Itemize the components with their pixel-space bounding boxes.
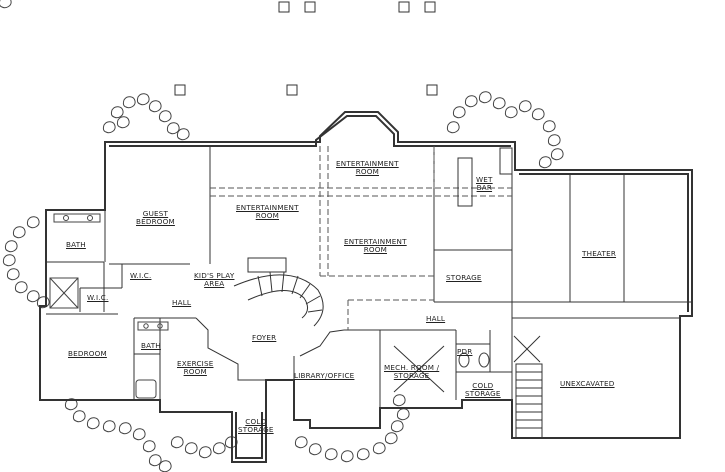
kids-play-area-line2: AREA bbox=[204, 279, 225, 288]
label-entertainment-left: ENTERTAINMENT ROOM bbox=[236, 204, 299, 220]
label-guest-bedroom: GUEST BEDROOM bbox=[136, 210, 175, 226]
label-wic-2: W.I.C. bbox=[87, 293, 109, 302]
entertainment-left-line1: ENTERTAINMENT bbox=[236, 203, 299, 212]
label-storage: STORAGE bbox=[446, 273, 482, 282]
mech-room-line2: STORAGE bbox=[393, 371, 430, 380]
interior-walls bbox=[46, 146, 692, 412]
label-mech-room: MECH. ROOM / STORAGE bbox=[384, 364, 439, 380]
label-wet-bar: WET BAR bbox=[476, 176, 493, 192]
landscape-rocks bbox=[0, 0, 564, 472]
mech-room-line1: MECH. ROOM / bbox=[384, 363, 440, 372]
entertainment-left-line2: ROOM bbox=[255, 211, 279, 220]
label-theater: THEATER bbox=[582, 249, 617, 258]
label-foyer: FOYER bbox=[252, 333, 277, 342]
label-hall-left: HALL bbox=[172, 298, 192, 307]
label-kids-play-area: KID'S PLAY AREA bbox=[194, 272, 234, 288]
label-unexcavated: UNEXCAVATED bbox=[560, 379, 615, 388]
label-library-office: LIBRARY/OFFICE bbox=[294, 371, 355, 380]
guest-bedroom-line2: BEDROOM bbox=[136, 217, 175, 226]
label-exercise-room: EXERCISE ROOM bbox=[177, 360, 213, 376]
wet-bar-line1: WET bbox=[476, 175, 493, 184]
cold-storage-bottom-line1: COLD bbox=[245, 417, 267, 426]
label-entertainment-center: ENTERTAINMENT ROOM bbox=[344, 238, 407, 254]
bar-counter bbox=[457, 147, 513, 207]
label-bath-upper: BATH bbox=[66, 240, 86, 249]
label-entertainment-upper: ENTERTAINMENT ROOM bbox=[336, 160, 399, 176]
wet-bar-line2: BAR bbox=[476, 183, 493, 192]
label-bedroom: BEDROOM bbox=[68, 349, 107, 358]
exercise-room-line1: EXERCISE bbox=[177, 359, 214, 368]
label-pdr: PDR bbox=[457, 347, 473, 356]
cold-storage-right-line2: STORAGE bbox=[465, 389, 501, 398]
entertainment-upper-line2: ROOM bbox=[355, 167, 379, 176]
label-cold-storage-right: COLD STORAGE bbox=[465, 382, 501, 398]
label-bath-lower: BATH bbox=[141, 341, 161, 350]
soffit-lines bbox=[210, 146, 512, 330]
curved-staircase bbox=[233, 257, 324, 327]
label-wic-1: W.I.C. bbox=[130, 271, 152, 280]
cold-storage-bottom-line2: STORAGE bbox=[238, 425, 274, 434]
entertainment-center-line1: ENTERTAINMENT bbox=[344, 237, 407, 246]
cold-storage-right-line1: COLD bbox=[472, 381, 494, 390]
plumbing-fixtures bbox=[49, 213, 490, 399]
exercise-room-line2: ROOM bbox=[183, 367, 207, 376]
guest-bedroom-line1: GUEST bbox=[142, 209, 169, 218]
straight-stair bbox=[515, 363, 543, 439]
column-markers bbox=[174, 1, 438, 96]
entertainment-center-line2: ROOM bbox=[363, 245, 387, 254]
kids-play-area-line1: KID'S PLAY bbox=[194, 271, 235, 280]
label-cold-storage-bottom: COLD STORAGE bbox=[238, 418, 274, 434]
label-hall-right: HALL bbox=[426, 314, 446, 323]
entertainment-upper-line1: ENTERTAINMENT bbox=[336, 159, 399, 168]
